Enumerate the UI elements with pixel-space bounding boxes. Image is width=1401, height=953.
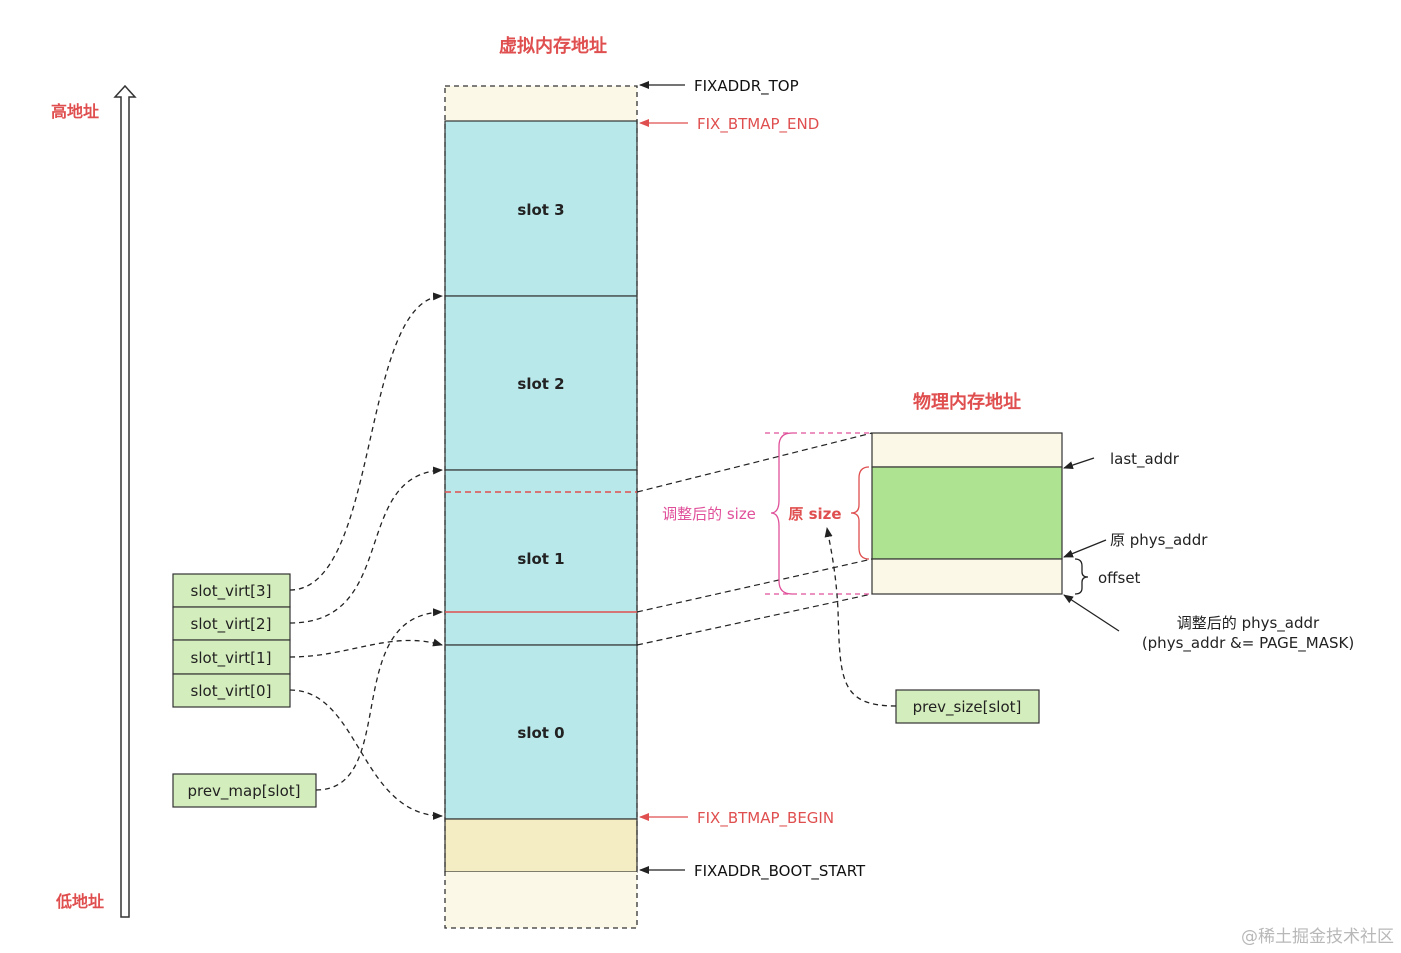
bottom-region [445, 872, 637, 928]
high-address-label: 高地址 [51, 102, 99, 121]
slot-virt-2-arrow [289, 466, 443, 624]
low-address-label: 低地址 [55, 892, 104, 911]
address-axis-arrow [113, 84, 137, 918]
watermark: @稀土掘金技术社区 [1241, 927, 1394, 947]
slot-virt-0-arrow [289, 689, 443, 820]
slot-3-region [444, 120, 638, 297]
slot-virt-2-label: slot_virt[2] [191, 615, 272, 634]
slot-virt-list: slot_virt[3] slot_virt[2] slot_virt[1] s… [172, 573, 291, 708]
boot-region [444, 818, 638, 873]
slot-0-label: slot 0 [517, 724, 564, 742]
phys-top-region [871, 432, 1063, 468]
slot-virt-3-box [172, 573, 291, 608]
slot-3-label: slot 3 [517, 201, 564, 219]
prev-size-box [895, 689, 1040, 724]
fixaddr-top-label: FIXADDR_TOP [694, 77, 799, 96]
prev-map-arrow [315, 608, 443, 791]
slot-virt-1-arrow [289, 638, 443, 658]
slot-virt-1-label: slot_virt[1] [191, 649, 272, 668]
slot-1-label: slot 1 [517, 550, 564, 568]
map-line-mid [636, 558, 873, 613]
slot-virt-2-box [172, 606, 291, 641]
slot-0-region [444, 644, 638, 820]
adjusted-size-brace [770, 432, 793, 595]
slot-virt-0-label: slot_virt[0] [191, 682, 272, 701]
page-mask-note: (phys_addr &= PAGE_MASK) [1142, 634, 1354, 653]
slot-virt-3-label: slot_virt[3] [191, 582, 272, 601]
prev-size-arrow [824, 527, 897, 707]
prev-map-label: prev_map[slot] [187, 782, 300, 801]
map-line-top [636, 432, 873, 493]
map-line-bottom [636, 593, 873, 646]
physical-memory-title: 物理内存地址 [913, 391, 1021, 413]
fixmap-dashed-outline [444, 85, 638, 929]
offset-label: offset [1098, 569, 1141, 587]
fixaddr-boot-start-label: FIXADDR_BOOT_START [694, 862, 866, 881]
slot-2-region [444, 295, 638, 471]
slot-1-region [444, 469, 638, 646]
orig-size-label: 原 size [788, 505, 841, 523]
prev-size-label: prev_size[slot] [913, 698, 1022, 717]
last-addr-label: last_addr [1110, 450, 1180, 469]
orig-phys-addr-arrow [1063, 539, 1107, 558]
offset-brace [1074, 558, 1089, 595]
fix-btmap-begin-label: FIX_BTMAP_BEGIN [697, 809, 834, 828]
last-addr-arrow [1063, 457, 1095, 469]
adjusted-phys-addr-arrow [1063, 594, 1120, 632]
adjusted-size-label: 调整后的 size [662, 505, 756, 523]
slot-2-label: slot 2 [517, 375, 564, 393]
fixaddr-top-region [445, 86, 637, 121]
adjusted-phys-addr-label: 调整后的 phys_addr [1177, 614, 1320, 633]
orig-phys-addr-label: 原 phys_addr [1110, 531, 1208, 550]
fix-btmap-end-label: FIX_BTMAP_END [697, 115, 819, 134]
orig-size-brace [850, 466, 870, 560]
prev-map-box [172, 773, 317, 808]
virtual-memory-title: 虚拟内存地址 [499, 35, 607, 57]
phys-mapped-region [871, 466, 1063, 560]
slot-virt-3-arrow [289, 292, 443, 591]
phys-offset-region [871, 558, 1063, 595]
